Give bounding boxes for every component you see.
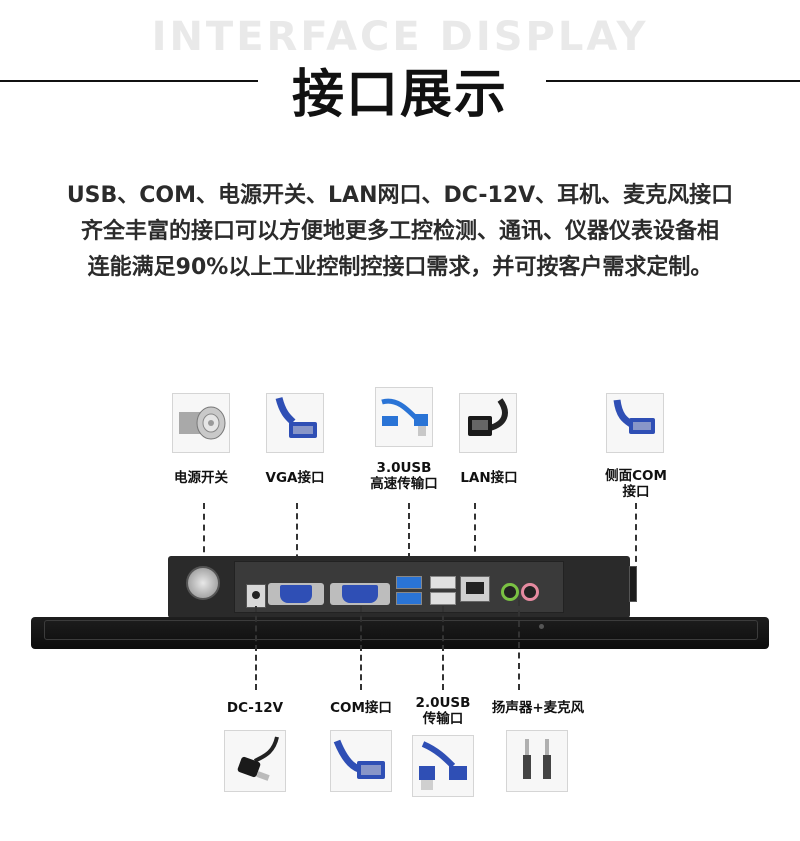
com-cable-thumbnail	[330, 730, 392, 792]
description-line: 齐全丰富的接口可以方便地更多工控检测、通讯、仪器仪表设备相	[80, 219, 719, 244]
lan-port	[460, 576, 490, 602]
usb2-port-lower	[430, 592, 456, 605]
microphone-jack	[521, 583, 539, 601]
label-audio: 扬声器+麦克风	[491, 700, 585, 716]
usb2-cable-thumbnail	[412, 735, 474, 797]
com-cable-icon	[613, 399, 655, 434]
leader-usb2	[442, 606, 444, 690]
usb3-cable-icon	[381, 398, 428, 436]
indicator-hole	[539, 624, 544, 629]
usb2-port-upper	[430, 576, 456, 589]
title-divider-right	[546, 80, 800, 82]
com-port	[342, 585, 378, 603]
usb3-port-lower	[396, 592, 422, 605]
leader-audio	[518, 600, 520, 690]
power-switch-port	[186, 566, 220, 600]
leader-side-com	[635, 503, 637, 583]
label-dc: DC-12V	[226, 700, 284, 716]
usb2-cable-icon	[419, 741, 467, 790]
audio-jack-icon	[523, 739, 551, 779]
label-com: COM接口	[330, 700, 392, 716]
page-title: 接口展示	[291, 65, 508, 125]
lan-cable-thumbnail	[459, 393, 517, 453]
label-side-com: 侧面COM 接口	[605, 468, 667, 500]
vga-port	[280, 585, 312, 603]
dc-cable-thumbnail	[224, 730, 286, 792]
leader-lan	[474, 503, 476, 573]
usb3-cable-thumbnail	[375, 387, 433, 447]
title-divider-left	[0, 80, 258, 82]
label-vga: VGA接口	[265, 470, 325, 486]
dc-cable-icon	[237, 736, 279, 781]
lan-cable-icon	[468, 398, 508, 436]
device-bezel-trim	[44, 620, 758, 640]
leader-power-switch	[203, 503, 205, 563]
watermark-text: INTERFACE DISPLAY	[151, 14, 649, 60]
side-com-thumbnail	[606, 393, 664, 453]
side-com-port	[629, 566, 637, 602]
com-cable-icon	[333, 739, 385, 779]
vga-cable-thumbnail	[266, 393, 324, 453]
label-usb3: 3.0USB 高速传输口	[370, 460, 438, 492]
label-lan: LAN接口	[460, 470, 518, 486]
power-switch-icon	[179, 406, 226, 440]
description: USB、COM、电源开关、LAN网口、DC-12V、耳机、麦克风接口 齐全丰富的…	[20, 178, 780, 286]
headphone-jack	[501, 583, 519, 601]
leader-vga	[296, 503, 298, 581]
leader-com	[360, 606, 362, 690]
label-power-switch: 电源开关	[174, 470, 228, 486]
usb3-port-upper	[396, 576, 422, 589]
leader-usb3	[408, 503, 410, 569]
device-bezel	[31, 617, 769, 649]
audio-cable-thumbnail	[506, 730, 568, 792]
vga-cable-icon	[275, 397, 317, 438]
description-line: 连能满足90%以上工业控制控接口需求，并可按客户需求定制。	[87, 255, 713, 280]
leader-dc	[255, 606, 257, 690]
dc-jack-port	[246, 584, 266, 608]
description-line: USB、COM、电源开关、LAN网口、DC-12V、耳机、麦克风接口	[66, 183, 734, 208]
power-switch-thumbnail	[172, 393, 230, 453]
label-usb2: 2.0USB 传输口	[415, 695, 471, 727]
